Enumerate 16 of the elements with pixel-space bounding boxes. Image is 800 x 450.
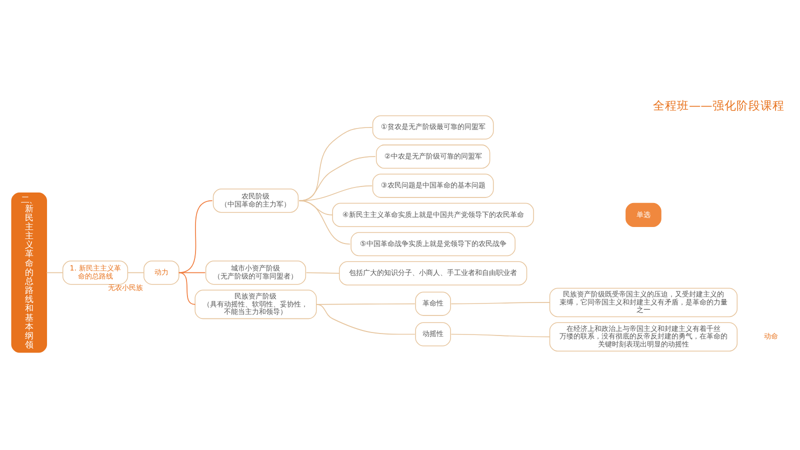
connector <box>46 272 64 274</box>
connector <box>298 156 376 202</box>
connector <box>127 272 144 274</box>
diagram-title: 全程班——强化阶段课程 <box>653 98 784 113</box>
connector <box>178 272 206 274</box>
connector <box>450 334 550 338</box>
connector <box>298 127 373 202</box>
node-box: 二、新民主主义革命的总路线和基本纲领 <box>11 192 48 353</box>
connector <box>316 303 416 305</box>
connector <box>298 185 373 202</box>
connector <box>306 272 340 274</box>
connector <box>298 200 350 245</box>
connector <box>450 302 550 304</box>
connector <box>178 200 213 274</box>
connector <box>316 304 416 335</box>
connector <box>178 272 196 305</box>
